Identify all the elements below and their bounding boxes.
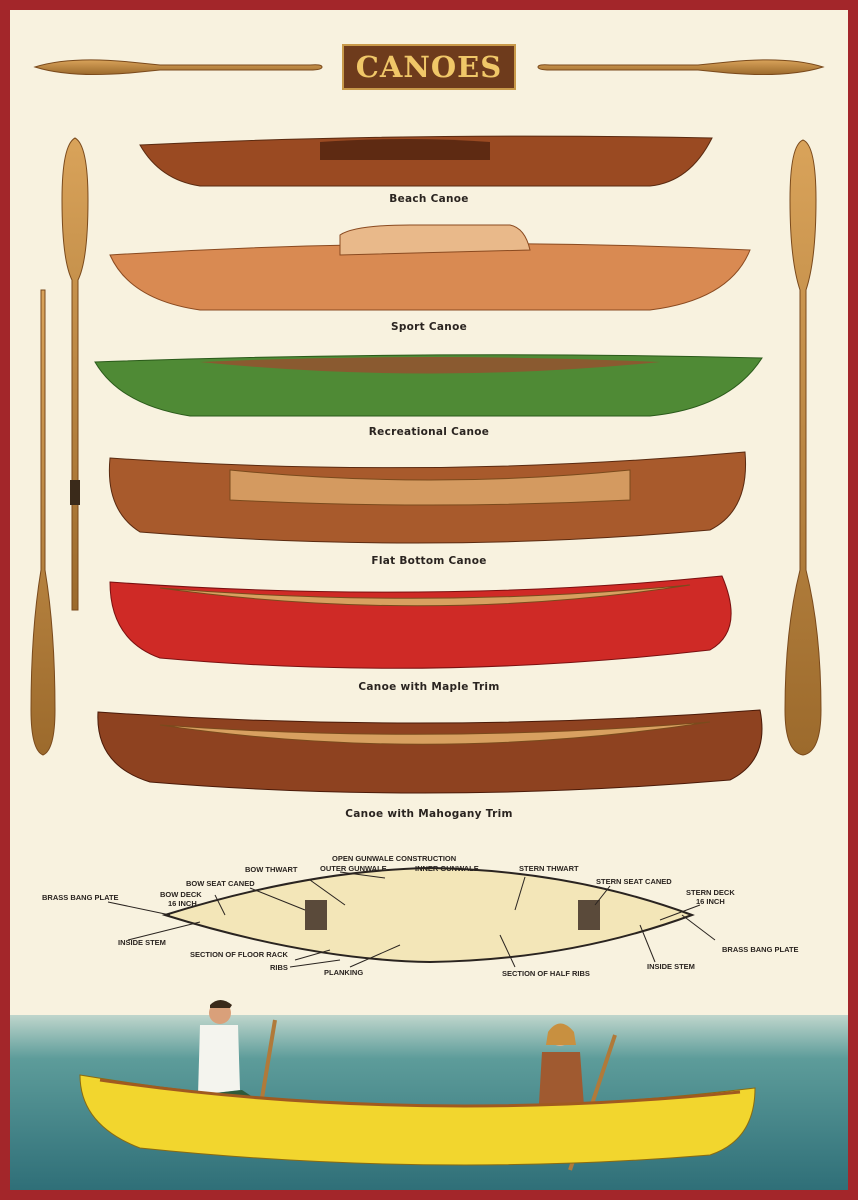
label-bow-seat: BOW SEAT CANED: [186, 879, 255, 888]
canoe-maple-trim: [109, 575, 732, 669]
canoe-recreational: [94, 354, 763, 417]
canoe-construction-diagram: BRASS BANG PLATE BOW DECK 16 INCH BOW SE…: [42, 854, 799, 978]
caption-sport-canoe: Sport Canoe: [390, 321, 468, 333]
canoe-flat-bottom: [108, 451, 747, 544]
canoe-sport: [109, 224, 751, 311]
poster-art: BRASS BANG PLATE BOW DECK 16 INCH BOW SE…: [10, 59, 848, 1190]
paddle-left-thin: [30, 289, 56, 756]
label-stern-deck: STERN DECK: [686, 888, 735, 897]
poster: BRASS BANG PLATE BOW DECK 16 INCH BOW SE…: [10, 10, 848, 1190]
label-brass-bang-plate-left: BRASS BANG PLATE: [42, 893, 119, 902]
paddle-top-left: [33, 59, 323, 76]
poster-title: CANOES: [355, 50, 503, 84]
caption-recreational-canoe: Recreational Canoe: [368, 426, 490, 438]
label-half-ribs: SECTION OF HALF RIBS: [502, 969, 590, 978]
canoe-beach: [139, 135, 713, 187]
label-bow-deck-size: 16 INCH: [168, 899, 197, 908]
canoe-mahogany-trim: [97, 709, 763, 794]
paddle-right: [784, 139, 822, 756]
label-stern-thwart: STERN THWART: [519, 864, 579, 873]
caption-mahogany-trim-canoe: Canoe with Mahogany Trim: [345, 808, 513, 820]
label-planking: PLANKING: [324, 968, 363, 977]
label-ribs: RIBS: [270, 963, 288, 972]
label-bow-thwart: BOW THWART: [245, 865, 298, 874]
label-inner-gunwale: INNER GUNWALE: [415, 864, 479, 873]
paddle-left: [61, 137, 89, 611]
label-floor-rack: SECTION OF FLOOR RACK: [190, 950, 288, 959]
caption-maple-trim-canoe: Canoe with Maple Trim: [358, 681, 500, 693]
poster-title-box: CANOES: [342, 44, 516, 90]
label-bow-deck: BOW DECK: [160, 890, 202, 899]
label-stern-seat: STERN SEAT CANED: [596, 877, 672, 886]
label-brass-bang-plate-right: BRASS BANG PLATE: [722, 945, 799, 954]
caption-beach-canoe: Beach Canoe: [389, 193, 469, 205]
label-outer-gunwale: OUTER GUNWALE: [320, 864, 387, 873]
yellow-canoe: [79, 1074, 756, 1166]
label-inside-stem-right: INSIDE STEM: [647, 962, 695, 971]
water-scene: [10, 1000, 848, 1190]
paddle-top-right: [537, 59, 825, 76]
label-open-gunwale: OPEN GUNWALE CONSTRUCTION: [332, 854, 456, 863]
label-inside-stem-left: INSIDE STEM: [118, 938, 166, 947]
label-stern-deck-size: 16 INCH: [696, 897, 725, 906]
caption-flat-bottom-canoe: Flat Bottom Canoe: [371, 555, 487, 567]
